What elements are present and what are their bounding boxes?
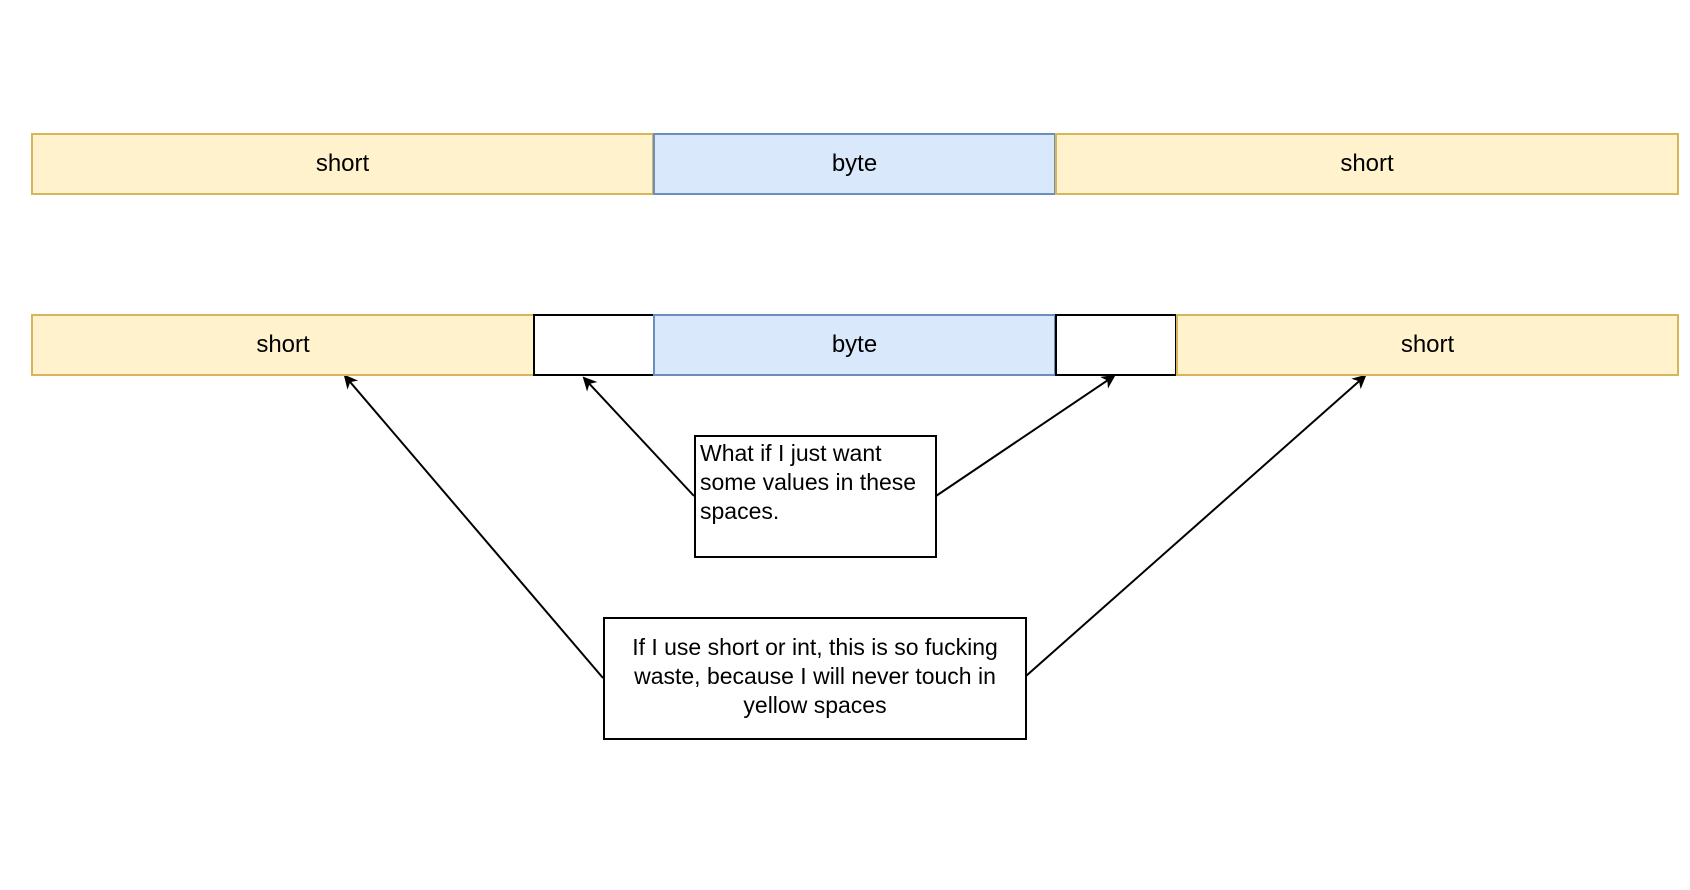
waste-note: If I use short or int, this is so fuckin… (603, 617, 1027, 740)
row1-byte: byte (653, 133, 1056, 195)
waste-note-text: If I use short or int, this is so fuckin… (632, 634, 998, 718)
row1-short-left-label: short (315, 150, 370, 177)
row1-byte-label: byte (831, 150, 878, 177)
row2-short-left: short (31, 314, 535, 376)
question-note-text: What if I just want some values in these… (700, 440, 917, 524)
question-note: What if I just want some values in these… (694, 435, 937, 558)
row2-short-left-label: short (256, 331, 310, 358)
row1-short-right: short (1055, 133, 1679, 195)
row2-padding-right (1055, 314, 1177, 376)
arrow-to-short-right (1025, 374, 1367, 677)
row2-byte-label: byte (831, 331, 878, 358)
row2-padding-left (533, 314, 655, 376)
row2-short-right-label: short (1400, 331, 1455, 358)
arrow-to-pad-left (582, 376, 695, 497)
row2-byte: byte (653, 314, 1056, 376)
row1-short-right-label: short (1340, 150, 1394, 177)
row1-short-left: short (31, 133, 654, 195)
arrow-to-pad-right (935, 374, 1116, 497)
arrow-to-short-left (343, 374, 604, 679)
row2-short-right: short (1176, 314, 1679, 376)
